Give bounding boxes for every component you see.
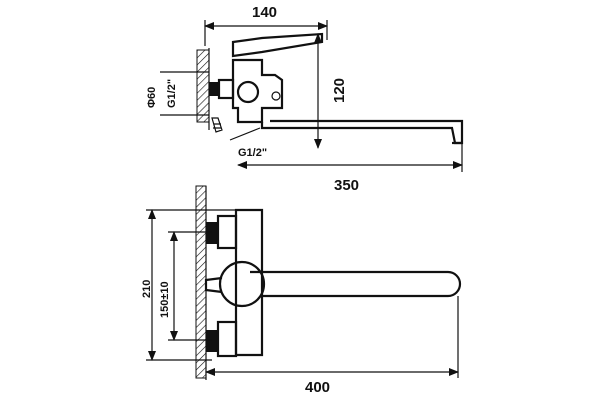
eccentric-nut [217,78,235,100]
side-view: Φ60 G1/2" G1/2" 140 120 350 [146,4,464,194]
spout-top [260,119,464,145]
body-pivot [236,80,260,104]
height-label: 120 [331,78,348,103]
thread-leader [229,127,261,141]
front-view: 150±10 210 400 [141,185,462,396]
diameter-label: Φ60 [146,87,158,108]
thread-label-vertical: G1/2" [166,79,178,108]
mixer-body-front [234,208,264,357]
hose-connector [211,117,223,133]
wall-front [195,185,207,379]
inlet-upper-nut [216,214,238,250]
inlet-upper-connector [206,222,218,244]
inlet-lower-connector [206,330,218,352]
lever-stem [204,276,223,294]
spout-length-label: 350 [334,177,359,194]
lever-cap [218,260,266,308]
diverter-knob [271,91,281,101]
mixer-body [231,58,284,124]
spout-front [250,270,462,298]
total-width-label: 400 [305,379,330,396]
width-label: 140 [252,4,277,21]
lever-handle [231,32,324,58]
wall-connector [209,82,219,96]
wall-top [196,49,210,123]
front-height-label: 210 [141,280,153,298]
inlet-lower-nut [216,320,238,358]
center-distance-label: 150±10 [159,281,171,318]
thread-label-bottom: G1/2" [238,147,267,159]
